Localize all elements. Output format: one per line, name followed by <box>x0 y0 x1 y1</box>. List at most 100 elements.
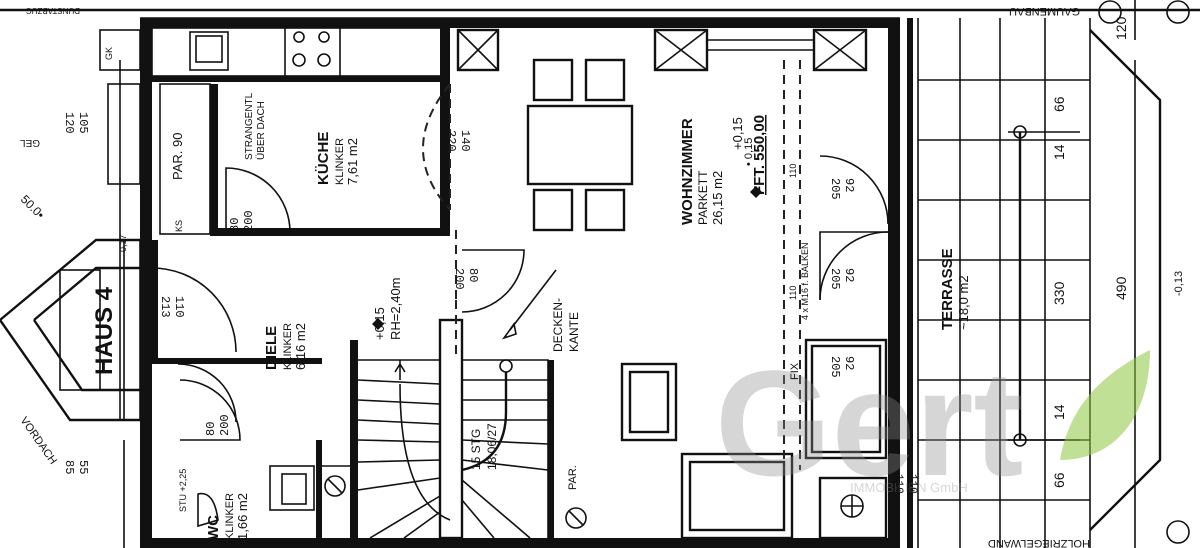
gaumenbau-text: GAUMENBAU <box>1009 5 1080 17</box>
kitchen-column <box>159 83 211 235</box>
kante-text: KANTE <box>567 312 581 352</box>
holzriegelwand-label: HOLZRIEGELWAND <box>988 537 1090 548</box>
terrace-paving <box>907 0 1190 548</box>
window-right-3-dims: 92 205 <box>828 356 856 378</box>
top-windows <box>456 28 868 72</box>
kueche-floor: KLINKER <box>334 138 346 185</box>
lounge-furniture <box>620 338 888 540</box>
kueche-door-dims: 80 200 <box>228 210 256 232</box>
dim-120: 120 <box>1113 16 1129 40</box>
exterior-walls <box>140 18 900 548</box>
entry-door-width: 110 <box>172 296 186 318</box>
watermark-text: Gert <box>715 339 1023 507</box>
strangentl-label: STRANGENTL ÜBER DACH <box>244 92 267 160</box>
wohn-door-height: 220 <box>444 130 458 152</box>
diele-name: DIELE <box>263 326 280 370</box>
dim-013-text: -0,13 <box>1173 271 1185 296</box>
entry-door-height: 213 <box>158 296 172 318</box>
dim-015: • 0,15 <box>743 138 755 166</box>
dim-330-text: 330 <box>1051 281 1067 305</box>
fertig-level-text: FFT. 550,00 <box>751 115 768 195</box>
dim-120-text: 120 <box>1113 16 1129 40</box>
decken-text: DECKEN- <box>551 298 565 352</box>
dim-490-text: 490 <box>1113 276 1129 300</box>
gk-text: GK <box>104 47 114 60</box>
house-number: HAUS 4 <box>91 286 118 375</box>
gel-label: GEL <box>20 137 40 148</box>
dim-110-a-text: 110 <box>788 164 798 178</box>
par90-text: PAR. 90 <box>170 133 185 180</box>
kueche-door-height: 200 <box>242 210 256 232</box>
window-right-2-width: 92 <box>842 268 856 282</box>
wc-door-width: 80 <box>204 422 218 436</box>
dunstabzug-label: DUNSTABZUG <box>25 6 80 15</box>
ueber-dach-text: ÜBER DACH <box>255 101 267 160</box>
staircase <box>357 300 549 540</box>
window-right-2-height: 205 <box>828 268 842 290</box>
dim-14-bottom-text: 14 <box>1051 404 1067 420</box>
company-watermark: Gert IMMOBILIEN GmbH <box>715 339 1150 507</box>
room-label-terrasse: TERRASSE ~18,0 m2 <box>939 248 971 330</box>
window-right-3-height: 205 <box>828 356 842 378</box>
dim-013: -0,13 <box>1173 271 1185 296</box>
ks-label: KS <box>174 220 184 232</box>
window-right-1-height: 205 <box>828 178 842 200</box>
dim-66-bottom: 66 <box>1051 472 1067 488</box>
diele-door-dims: 80 200 <box>452 268 480 290</box>
window-bottom-right-height: 110 <box>892 474 904 494</box>
window-right-2-dims: 92 205 <box>828 268 856 290</box>
leaf-icon <box>1060 350 1150 460</box>
dim-110-b: 110 <box>788 286 798 300</box>
wohnzimmer-name: WOHNZIMMER <box>679 118 696 225</box>
terrasse-name: TERRASSE <box>939 248 956 330</box>
fix-label: FIX <box>789 362 801 380</box>
left-exterior <box>0 29 141 548</box>
kitchen-counter <box>151 27 443 77</box>
dim-490: 490 <box>1113 276 1129 300</box>
diele-door-height: 200 <box>452 268 466 290</box>
level-markers <box>372 186 762 330</box>
balken-text: 4 x M16 f. BALKEN <box>800 242 810 320</box>
wohnzimmer-area: 26,15 m2 <box>710 171 725 225</box>
dim-14-top: 14 <box>1051 144 1067 160</box>
wc-name: WC <box>205 515 222 540</box>
dunstabzug-text: DUNSTABZUG <box>25 6 80 15</box>
terrasse-area: ~18,0 m2 <box>956 275 971 330</box>
stu-label: STU +2,25 <box>178 469 188 512</box>
window-bottom-right-width: 110 <box>906 474 918 494</box>
wc-area: 1,66 m2 <box>235 493 250 540</box>
dining-set <box>526 58 634 232</box>
stair-dim: 18,06/27 <box>485 423 499 470</box>
dim-66-bottom-text: 66 <box>1051 472 1067 488</box>
window-bottom-right-dims: 110 110 <box>892 474 918 494</box>
dim-017-text: 0,17 <box>118 234 128 252</box>
diele-level-label: +0,15 RH=2,40m <box>372 278 403 341</box>
par-label: PAR. <box>567 465 579 490</box>
entry-door-dims: 110 213 <box>158 296 186 318</box>
wohn-door-dims: 140 220 <box>444 130 472 152</box>
stair-label: 15 STG 18,06/27 <box>469 423 499 470</box>
window-wc-height: 85 <box>62 460 76 474</box>
dim-66-top: 66 <box>1051 96 1067 112</box>
balken-label: 4 x M16 f. BALKEN <box>800 242 810 320</box>
diele-floor: KLINKER <box>282 323 294 370</box>
watermark-subtitle: IMMOBILIEN GmbH <box>850 480 968 495</box>
gaumenbau-label: GAUMENBAU <box>1009 5 1080 17</box>
room-label-kueche: KÜCHE KLINKER 7,61 m2 <box>315 132 360 185</box>
ks-text: KS <box>174 220 184 232</box>
dim-110-b-text: 110 <box>788 286 798 300</box>
kueche-name: KÜCHE <box>315 132 332 185</box>
gel-text: GEL <box>20 137 40 148</box>
dim-14-bottom: 14 <box>1051 404 1067 420</box>
stu-text: STU +2,25 <box>178 469 188 512</box>
dim-330: 330 <box>1051 281 1067 305</box>
rh-text: RH=2,40m <box>388 278 403 341</box>
room-label-wohnzimmer: WOHNZIMMER PARKETT 26,15 m2 <box>679 118 725 225</box>
wohn-door-width: 140 <box>458 130 472 152</box>
wohnzimmer-floor: PARKETT <box>696 170 710 225</box>
house-label: HAUS 4 <box>91 286 118 375</box>
wc-door-height: 200 <box>218 414 232 436</box>
deckenkante-label: DECKEN- KANTE <box>551 298 581 352</box>
window-right-1-dims: 92 205 <box>828 178 856 200</box>
